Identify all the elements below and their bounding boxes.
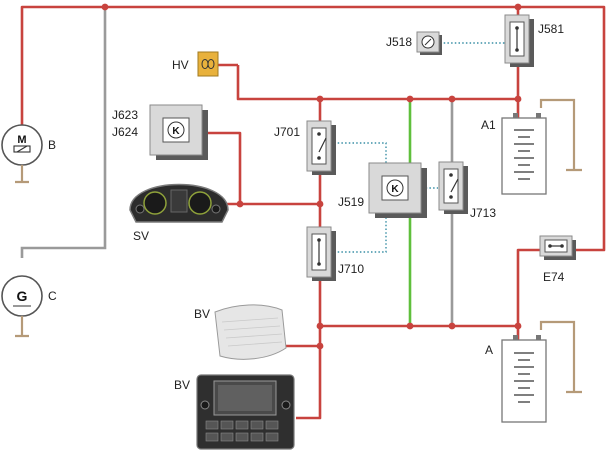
engine-control-unit: K J623 J624 xyxy=(112,104,208,160)
j518-label: J518 xyxy=(386,35,412,49)
e74-to-a-wire xyxy=(516,248,540,326)
node-bus-a1 xyxy=(514,95,522,103)
a1-ground-icon xyxy=(539,98,582,172)
a1-label: A1 xyxy=(481,118,496,132)
node-top-gray xyxy=(101,3,109,11)
onboard-supply-control-unit: K J519 xyxy=(338,162,427,218)
consumer-top: BV xyxy=(194,304,287,360)
j623-symbol: K xyxy=(172,126,180,137)
battery-a1: A1 xyxy=(481,98,582,195)
center-low-wire xyxy=(296,277,322,420)
node-bus-green xyxy=(406,95,414,103)
generator: G C xyxy=(1,275,57,338)
node-center xyxy=(316,200,324,208)
j581-label: J581 xyxy=(538,22,564,36)
generator-label: C xyxy=(48,289,57,303)
control-unit-icon xyxy=(167,121,185,139)
battery-icon xyxy=(501,117,547,195)
node-sv xyxy=(236,200,244,208)
node-lower-a xyxy=(514,322,522,330)
a-ground-icon xyxy=(539,320,582,394)
top-bus-wire xyxy=(20,5,606,252)
motor-ground-icon xyxy=(15,165,29,184)
consumer-bottom: BV xyxy=(174,374,295,450)
control-lines xyxy=(334,42,507,253)
j713-label: J713 xyxy=(470,206,496,220)
generator-ground-icon xyxy=(15,316,29,338)
lower-bus-wire xyxy=(320,324,520,340)
entry-start-control-unit: J518 xyxy=(386,31,442,55)
relay-j713: J713 xyxy=(438,161,496,220)
switch-icon xyxy=(450,178,459,193)
disconnect-switch-e74: E74 xyxy=(539,235,576,284)
a-label: A xyxy=(485,343,493,357)
node-lower-left xyxy=(316,322,324,330)
node-top-j581 xyxy=(514,3,522,11)
junction-nodes xyxy=(101,3,522,350)
battery-a: A xyxy=(485,320,582,423)
j623-label: J623 xyxy=(112,108,138,122)
node-bv xyxy=(316,342,324,350)
node-bus-j713 xyxy=(448,95,456,103)
j623-wire xyxy=(205,131,242,204)
relay-j701: J701 xyxy=(274,120,336,175)
display-sheet-icon xyxy=(214,304,287,360)
sv-label: SV xyxy=(133,229,149,243)
motor-label: B xyxy=(48,138,56,152)
e74-label: E74 xyxy=(543,270,565,284)
hv-label: HV xyxy=(172,58,189,72)
j624-label: J624 xyxy=(112,125,138,139)
motor-symbol: M xyxy=(17,134,26,146)
starter-motor: M B xyxy=(1,124,56,184)
j701-j519-link xyxy=(334,142,387,164)
j710-label: J710 xyxy=(338,262,364,276)
relay-j710: J710 xyxy=(306,226,364,281)
node-bus-j701 xyxy=(316,95,324,103)
relay-j581: J581 xyxy=(504,14,564,67)
j519-symbol: K xyxy=(391,184,399,195)
j519-label: J519 xyxy=(338,195,364,209)
node-lower-j713 xyxy=(448,322,456,330)
instrument-cluster: SV xyxy=(129,183,229,243)
control-unit-icon xyxy=(386,179,404,197)
bv-top-label: BV xyxy=(194,307,210,321)
j710-j519-link xyxy=(334,213,387,253)
generator-wire xyxy=(20,7,107,258)
generator-symbol: G xyxy=(17,288,28,304)
upper-bus-wire xyxy=(236,65,518,101)
j701-label: J701 xyxy=(274,125,300,139)
node-lower-green xyxy=(406,322,414,330)
hv-component: HV xyxy=(172,51,219,77)
switch-icon xyxy=(318,137,327,153)
bv-bottom-label: BV xyxy=(174,378,190,392)
